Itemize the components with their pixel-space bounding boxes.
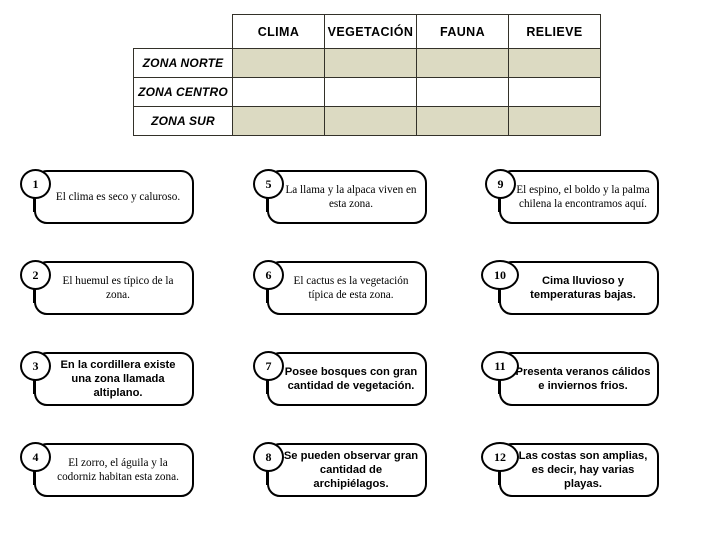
callout-tail	[33, 374, 36, 394]
row-header-zona-sur: ZONA SUR	[133, 106, 233, 136]
cell-norte-relieve[interactable]	[508, 48, 601, 78]
table-header-row: CLIMA VEGETACIÓN FAUNA RELIEVE	[134, 14, 601, 49]
callout-number-badge: 4	[20, 442, 51, 472]
callout-text: Se pueden observar gran cantidad de arch…	[283, 449, 419, 491]
callout-bubble: El espino, el boldo y la palma chilena l…	[499, 170, 659, 224]
cell-centro-fauna[interactable]	[416, 77, 509, 107]
callout-number-badge: 6	[253, 260, 284, 290]
callout-6[interactable]: El cactus es la vegetación típica de est…	[247, 257, 429, 319]
callout-bubble: La llama y la alpaca viven en esta zona.	[267, 170, 427, 224]
cell-centro-vegetacion[interactable]	[324, 77, 417, 107]
callout-number: 6	[265, 268, 272, 282]
table-row: ZONA CENTRO	[133, 77, 601, 107]
callout-12[interactable]: Las costas son amplias, es decir, hay va…	[479, 439, 661, 501]
cell-centro-relieve[interactable]	[508, 77, 601, 107]
callout-number-badge: 1	[20, 169, 51, 199]
cell-norte-vegetacion[interactable]	[324, 48, 417, 78]
callout-7[interactable]: Posee bosques con gran cantidad de veget…	[247, 348, 429, 410]
callout-tail	[266, 465, 269, 485]
column-header-clima: CLIMA	[232, 14, 325, 49]
callout-tail	[498, 283, 501, 303]
callout-number: 3	[32, 359, 39, 373]
callout-tail	[33, 283, 36, 303]
column-header-relieve: RELIEVE	[508, 14, 601, 49]
callout-bubble: El clima es seco y caluroso.	[34, 170, 194, 224]
callout-number: 12	[494, 450, 506, 464]
callout-number: 5	[265, 177, 272, 191]
callout-text: Cima lluvioso y temperaturas bajas.	[530, 274, 636, 301]
callout-number-badge: 3	[20, 351, 51, 381]
callout-text: El clima es seco y caluroso.	[55, 190, 181, 203]
cell-norte-fauna[interactable]	[416, 48, 509, 78]
table-row: ZONA SUR	[133, 106, 601, 136]
callout-bubble: El cactus es la vegetación típica de est…	[267, 261, 427, 315]
cell-norte-clima[interactable]	[232, 48, 325, 78]
cell-sur-relieve[interactable]	[508, 106, 601, 136]
callout-2[interactable]: El huemul es típico de la zona. 2	[14, 257, 196, 319]
callout-number-badge: 12	[481, 442, 519, 472]
callout-number: 9	[497, 177, 504, 191]
row-header-zona-centro: ZONA CENTRO	[133, 77, 233, 107]
callout-bubble: Se pueden observar gran cantidad de arch…	[267, 443, 427, 497]
callout-bubble: Presenta veranos cálidos e inviernos fri…	[499, 352, 659, 406]
callout-text: Presenta veranos cálidos e inviernos fri…	[515, 365, 651, 392]
table-corner-cell	[134, 15, 233, 49]
callout-1[interactable]: El clima es seco y caluroso. 1	[14, 166, 196, 228]
callout-number: 4	[32, 450, 39, 464]
cell-centro-clima[interactable]	[232, 77, 325, 107]
table-row: ZONA NORTE	[133, 48, 601, 78]
column-header-vegetacion: VEGETACIÓN	[324, 14, 417, 49]
callout-bubble: Las costas son amplias, es decir, hay va…	[499, 443, 659, 497]
callout-text: Posee bosques con gran cantidad de veget…	[284, 365, 418, 392]
callout-number: 10	[494, 268, 506, 282]
callout-number-badge: 2	[20, 260, 51, 290]
callout-tail	[498, 465, 501, 485]
callout-text: En la cordillera existe una zona llamada…	[60, 358, 176, 400]
callout-text: El cactus es la vegetación típica de est…	[293, 274, 409, 301]
callout-3[interactable]: En la cordillera existe una zona llamada…	[14, 348, 196, 410]
callout-number-badge: 8	[253, 442, 284, 472]
callout-number-badge: 9	[485, 169, 516, 199]
callout-tail	[498, 192, 501, 212]
callout-11[interactable]: Presenta veranos cálidos e inviernos fri…	[479, 348, 661, 410]
callout-text: El espino, el boldo y la palma chilena l…	[516, 183, 650, 210]
callout-10[interactable]: Cima lluvioso y temperaturas bajas. 10	[479, 257, 661, 319]
callout-bubble: El zorro, el águila y la codorniz habita…	[34, 443, 194, 497]
callout-tail	[266, 192, 269, 212]
callout-number: 7	[265, 359, 272, 373]
cell-sur-clima[interactable]	[232, 106, 325, 136]
callout-number-badge: 10	[481, 260, 519, 290]
callout-number: 2	[32, 268, 39, 282]
callout-tail	[33, 192, 36, 212]
callout-5[interactable]: La llama y la alpaca viven en esta zona.…	[247, 166, 429, 228]
callout-tail	[266, 283, 269, 303]
cell-sur-fauna[interactable]	[416, 106, 509, 136]
callout-8[interactable]: Se pueden observar gran cantidad de arch…	[247, 439, 429, 501]
callout-number: 1	[32, 177, 39, 191]
callout-tail	[33, 465, 36, 485]
row-header-zona-norte: ZONA NORTE	[133, 48, 233, 78]
callout-tail	[498, 374, 501, 394]
callout-number-badge: 7	[253, 351, 284, 381]
callout-text: Las costas son amplias, es decir, hay va…	[518, 449, 648, 491]
callout-bubble: Cima lluvioso y temperaturas bajas.	[499, 261, 659, 315]
callout-9[interactable]: El espino, el boldo y la palma chilena l…	[479, 166, 661, 228]
callout-text: El zorro, el águila y la codorniz habita…	[57, 456, 179, 483]
callout-number-badge: 11	[481, 351, 519, 381]
callout-tail	[266, 374, 269, 394]
callout-4[interactable]: El zorro, el águila y la codorniz habita…	[14, 439, 196, 501]
callout-text: El huemul es típico de la zona.	[62, 274, 174, 301]
cell-sur-vegetacion[interactable]	[324, 106, 417, 136]
column-header-fauna: FAUNA	[416, 14, 509, 49]
callout-bubble: Posee bosques con gran cantidad de veget…	[267, 352, 427, 406]
callout-bubble: En la cordillera existe una zona llamada…	[34, 352, 194, 406]
callout-number-badge: 5	[253, 169, 284, 199]
callout-bubble: El huemul es típico de la zona.	[34, 261, 194, 315]
callout-number: 8	[265, 450, 272, 464]
statement-callouts-grid: El clima es seco y caluroso. 1 El huemul e…	[0, 160, 720, 540]
callout-number: 11	[494, 359, 506, 373]
callout-text: La llama y la alpaca viven en esta zona.	[285, 183, 417, 210]
zones-matrix-table: CLIMA VEGETACIÓN FAUNA RELIEVE ZONA NORT…	[133, 14, 601, 136]
